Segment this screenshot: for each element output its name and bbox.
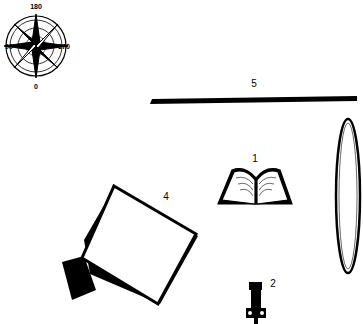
background-bar xyxy=(150,96,357,104)
callout-number: 1 xyxy=(252,154,258,164)
compass-degree: 0 xyxy=(34,83,38,90)
compass-degree: 90 xyxy=(5,43,13,50)
open-book xyxy=(218,169,292,204)
callout-number: 2 xyxy=(270,279,276,289)
callout-number: 5 xyxy=(251,79,257,89)
camera xyxy=(246,282,266,324)
reflector-disc xyxy=(336,119,360,273)
compass-degree: 180 xyxy=(30,3,42,10)
compass-degree: 270 xyxy=(58,43,70,50)
softbox-light xyxy=(62,186,198,304)
callout-number: 4 xyxy=(163,192,169,202)
